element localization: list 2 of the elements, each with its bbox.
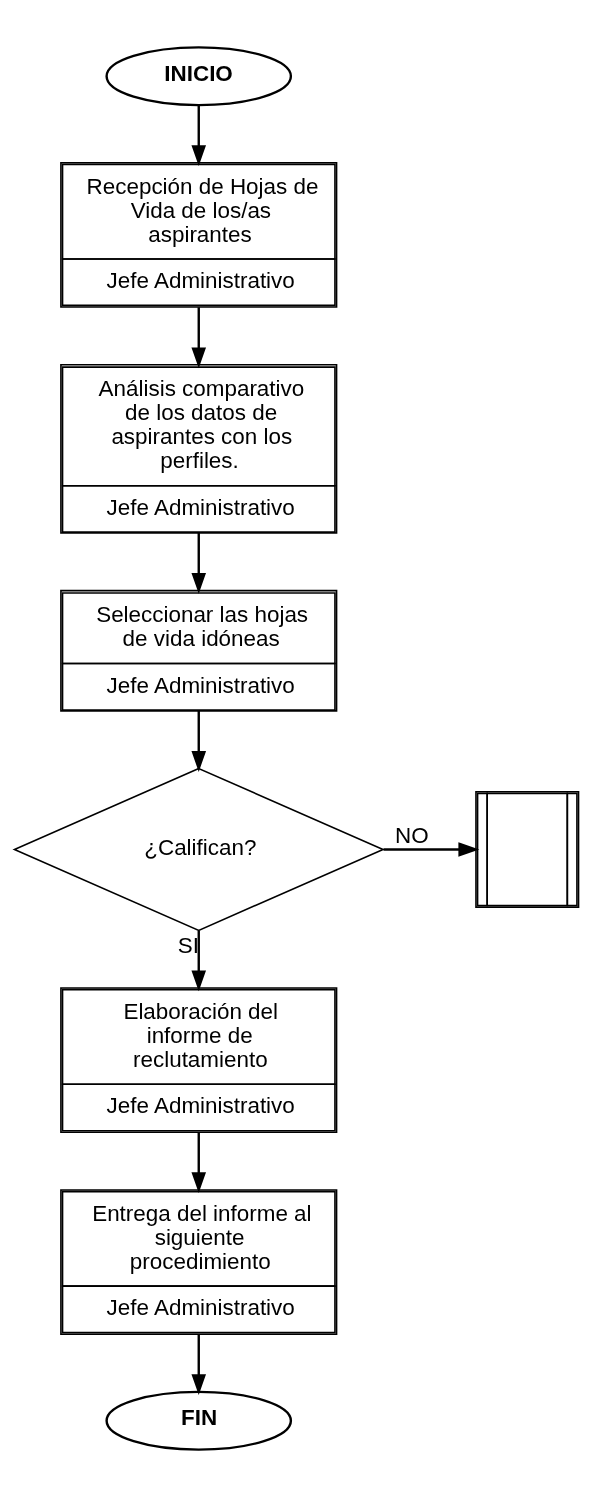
edge-label: NO — [395, 823, 429, 849]
edge-label: SI — [177, 933, 199, 959]
